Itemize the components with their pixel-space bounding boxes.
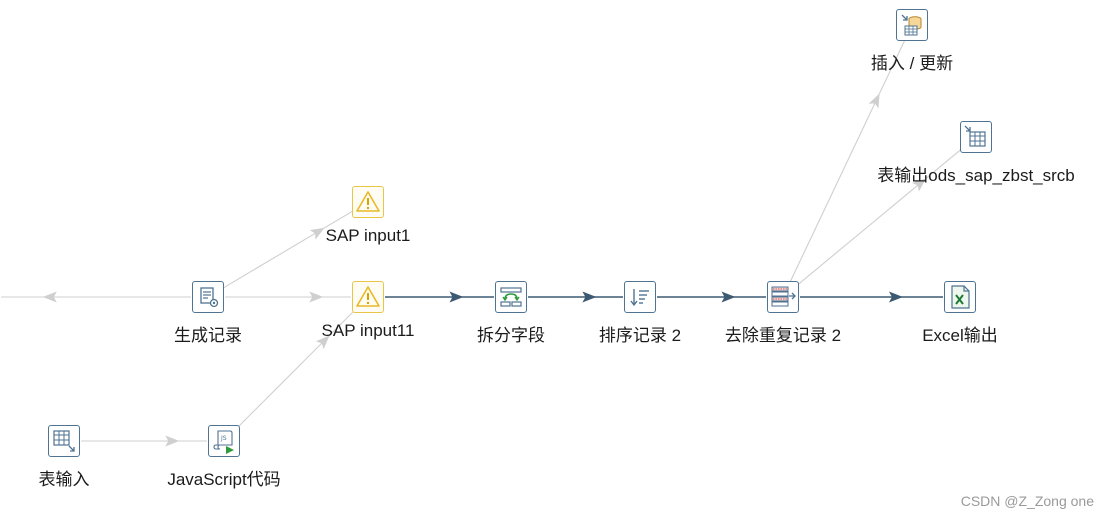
table-input-icon: [48, 425, 80, 457]
watermark: CSDN @Z_Zong one: [960, 493, 1094, 509]
node-sort-rows[interactable]: 排序记录 2: [599, 281, 681, 345]
hop-arrow-generate_rows-to-sap_input11: [309, 291, 324, 303]
node-label: SAP input1: [325, 226, 411, 245]
hop-arrow-unique_rows-to-insert_update: [868, 93, 880, 109]
node-label: 插入 / 更新: [870, 54, 954, 73]
insert-update-icon: [896, 9, 928, 41]
hop-line-javascript-to-sap_input11[interactable]: [235, 308, 357, 430]
excel-output-icon: [944, 281, 976, 313]
node-split-fields[interactable]: 拆分字段: [477, 281, 545, 345]
node-label: 去除重复记录 2: [724, 326, 842, 345]
node-label: 表输入: [38, 470, 90, 489]
node-table-input[interactable]: 表输入: [39, 425, 90, 489]
warning-icon: [352, 186, 384, 218]
hop-arrow-sap_input11-to-split_fields: [449, 291, 464, 303]
hop-arrow-split_fields-to-sort_rows: [582, 291, 597, 303]
svg-text:JS: JS: [220, 435, 227, 442]
node-label: JavaScript代码: [167, 470, 281, 489]
node-insert-update[interactable]: 插入 / 更新: [871, 9, 953, 73]
node-label: Excel输出: [922, 326, 998, 345]
node-label: 拆分字段: [477, 326, 545, 345]
node-unique-rows[interactable]: 去除重复记录 2: [725, 281, 841, 345]
node-label: SAP input11: [321, 321, 415, 340]
node-label: 排序记录 2: [598, 326, 682, 345]
unique-rows-icon: [767, 281, 799, 313]
hop-arrow-table_input-to-javascript: [165, 435, 180, 447]
hop-arrow-unique_rows-to-excel_output: [888, 291, 903, 303]
node-table-output[interactable]: 表输出ods_sap_zbst_srcb: [877, 121, 1075, 185]
sort-rows-icon: [624, 281, 656, 313]
node-excel-output[interactable]: Excel输出: [922, 281, 998, 345]
node-sap-input1[interactable]: SAP input1: [326, 186, 410, 245]
hop-arrow-generate_rows-to-partial_left: [42, 291, 57, 303]
javascript-icon: JS: [208, 425, 240, 457]
generate-rows-icon: [192, 281, 224, 313]
split-fields-icon: [495, 281, 527, 313]
node-generate-rows[interactable]: 生成记录: [174, 281, 242, 345]
hop-arrow-javascript-to-sap_input11: [315, 335, 330, 350]
hop-line-generate_rows-to-sap_input1[interactable]: [222, 210, 354, 289]
node-label: 生成记录: [174, 326, 242, 345]
node-label: 表输出ods_sap_zbst_srcb: [877, 166, 1075, 185]
node-sap-input11[interactable]: SAP input11: [322, 281, 414, 340]
hop-arrow-generate_rows-to-sap_input1: [309, 227, 325, 240]
hop-arrow-unique_rows-to-table_output: [911, 178, 927, 192]
node-javascript[interactable]: JS JavaScript代码: [167, 425, 281, 489]
hop-arrow-sort_rows-to-unique_rows: [721, 291, 736, 303]
hop-line-unique_rows-to-insert_update[interactable]: [789, 40, 906, 282]
hop-line-unique_rows-to-table_output[interactable]: [795, 147, 964, 287]
table-output-icon: [960, 121, 992, 153]
warning-icon: [352, 281, 384, 313]
